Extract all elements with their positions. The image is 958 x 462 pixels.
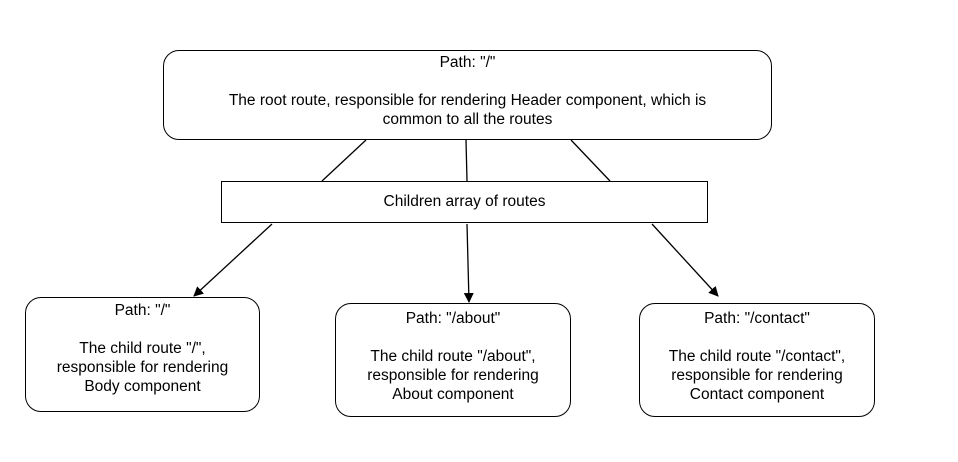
spacer bbox=[26, 320, 259, 339]
root-description-line-1: The root route, responsible for renderin… bbox=[228, 92, 707, 109]
spacer bbox=[640, 328, 874, 347]
child-about-description-line-2: responsible for rendering bbox=[367, 367, 539, 384]
child-home-path-label: Path: "/" bbox=[114, 302, 171, 319]
children-array-label: Children array of routes bbox=[383, 193, 546, 210]
arrow-to-contact-route bbox=[651, 223, 719, 297]
child-about-description-line-3: About component bbox=[392, 386, 514, 403]
child-contact-description-line-2: responsible for rendering bbox=[671, 367, 843, 384]
root-to-bar-line-left bbox=[321, 139, 367, 182]
child-about-description-line-1: The child route "/about", bbox=[370, 348, 536, 365]
child-route-about-node: Path: "/about" The child route "/about",… bbox=[335, 303, 571, 417]
child-home-description-line-2: responsible for rendering bbox=[56, 359, 229, 376]
children-array-node: Children array of routes bbox=[221, 181, 708, 223]
child-about-path-label: Path: "/about" bbox=[405, 310, 501, 327]
spacer bbox=[164, 72, 771, 91]
root-to-bar-line-center bbox=[465, 139, 468, 182]
child-contact-path-label: Path: "/contact" bbox=[704, 310, 810, 327]
child-home-description-line-3: Body component bbox=[84, 378, 201, 395]
root-route-node: Path: "/" The root route, responsible fo… bbox=[163, 50, 772, 140]
arrow-to-home-route bbox=[193, 223, 273, 297]
root-to-bar-line-right bbox=[570, 139, 611, 182]
child-route-contact-node: Path: "/contact" The child route "/conta… bbox=[639, 303, 875, 417]
spacer bbox=[336, 328, 570, 347]
child-home-description-line-1: The child route "/", bbox=[79, 340, 206, 357]
child-contact-description-line-1: The child route "/contact", bbox=[668, 348, 846, 365]
child-route-home-node: Path: "/" The child route "/", responsib… bbox=[25, 297, 260, 412]
child-contact-description-line-3: Contact component bbox=[689, 386, 825, 403]
arrow-to-about-route bbox=[463, 223, 474, 303]
root-description-line-2: common to all the routes bbox=[382, 111, 553, 128]
root-path-label: Path: "/" bbox=[439, 54, 496, 71]
